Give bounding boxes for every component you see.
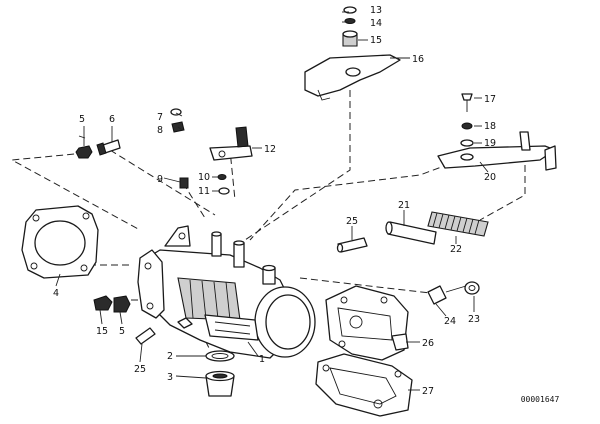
callout-10: 10 — [198, 172, 210, 183]
callout-14: 14 — [370, 18, 382, 29]
drawing-reference-number: 00001647 — [521, 395, 560, 404]
callout-8: 8 — [157, 125, 163, 136]
callout-26: 26 — [422, 338, 434, 349]
callout-15-upper: 15 — [370, 35, 382, 46]
nut-lower-5 — [113, 295, 131, 313]
callout-labels: 5 6 7 8 9 10 11 12 13 14 15 16 17 18 19 … — [53, 5, 496, 397]
callout-9: 9 — [157, 174, 163, 185]
leader-lines — [55, 11, 489, 391]
callout-19: 19 — [484, 138, 496, 149]
cable-end-24 — [427, 285, 467, 305]
callout-4: 4 — [53, 288, 59, 299]
callout-20: 20 — [484, 172, 496, 183]
callout-13: 13 — [370, 5, 382, 16]
callout-21: 21 — [398, 200, 410, 211]
pin-upper-25 — [336, 237, 368, 253]
callout-25-lower: 25 — [134, 364, 146, 375]
seal-ring — [205, 350, 235, 362]
callout-16: 16 — [412, 54, 424, 65]
callout-2: 2 — [167, 351, 173, 362]
callout-24: 24 — [444, 316, 456, 327]
callout-1: 1 — [259, 354, 265, 365]
idle-control-housing — [325, 285, 409, 361]
callout-23: 23 — [468, 314, 480, 325]
upper-bracket-group — [304, 6, 401, 101]
callout-15-lower: 15 — [96, 326, 108, 337]
right-bracket-group — [437, 93, 557, 171]
callout-25-upper: 25 — [346, 216, 358, 227]
spring-22 — [427, 211, 489, 237]
housing-gasket — [315, 353, 413, 417]
flange-gasket — [21, 205, 99, 279]
callout-5-lower: 5 — [119, 326, 125, 337]
callout-7: 7 — [157, 112, 163, 123]
rubber-cap — [205, 370, 235, 397]
washer-lower-15 — [93, 295, 113, 311]
sleeve-21 — [385, 221, 437, 245]
callout-5-upper: 5 — [79, 114, 85, 125]
clip-23 — [464, 281, 480, 295]
callout-18: 18 — [484, 121, 496, 132]
callout-22: 22 — [450, 244, 462, 255]
callout-27: 27 — [422, 386, 434, 397]
callout-6: 6 — [109, 114, 115, 125]
callout-17: 17 — [484, 94, 496, 105]
lever-group — [170, 108, 253, 195]
callout-12: 12 — [264, 144, 276, 155]
throttle-housing — [137, 225, 316, 359]
callout-3: 3 — [167, 372, 173, 383]
callout-11: 11 — [198, 186, 210, 197]
pin-lower-25 — [135, 317, 193, 345]
bolt-upper-6 — [96, 139, 121, 156]
